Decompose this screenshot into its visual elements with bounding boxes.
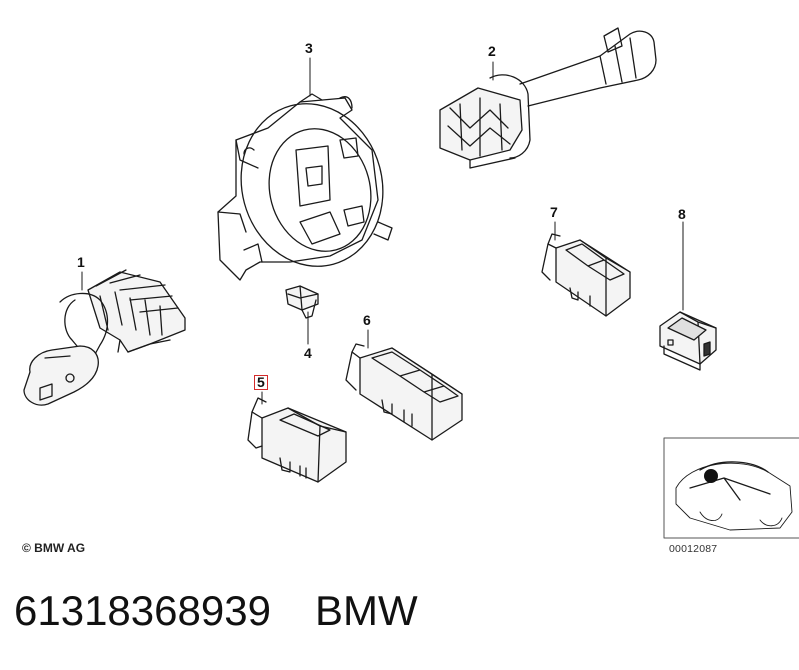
copyright-text: © BMW AG <box>22 541 86 555</box>
callout-1: 1 <box>77 254 85 270</box>
part-info-line: 61318368939 BMW <box>14 587 418 635</box>
part-6-switch-block <box>345 343 463 441</box>
diagram-reference-number: 00012087 <box>669 543 718 555</box>
brand-name: BMW <box>314 587 418 634</box>
part-3-slip-ring <box>217 93 393 281</box>
part-number: 61318368939 <box>14 587 271 634</box>
part-7-switch-block <box>541 233 631 317</box>
callout-6: 6 <box>363 312 371 328</box>
car-location-thumbnail <box>663 437 799 539</box>
part-8-rocker-switch <box>659 311 717 371</box>
callout-5-highlighted: 5 <box>254 375 268 390</box>
leader-lines <box>81 57 684 405</box>
part-2-stalk-switch <box>439 27 657 169</box>
callout-8: 8 <box>678 206 686 222</box>
part-4-pin <box>285 285 319 319</box>
callout-4: 4 <box>304 345 312 361</box>
callout-2: 2 <box>488 43 496 59</box>
part-1-stalk-switch <box>23 269 186 406</box>
callout-3: 3 <box>305 40 313 56</box>
part-5-switch <box>247 397 347 483</box>
callout-7: 7 <box>550 204 558 220</box>
